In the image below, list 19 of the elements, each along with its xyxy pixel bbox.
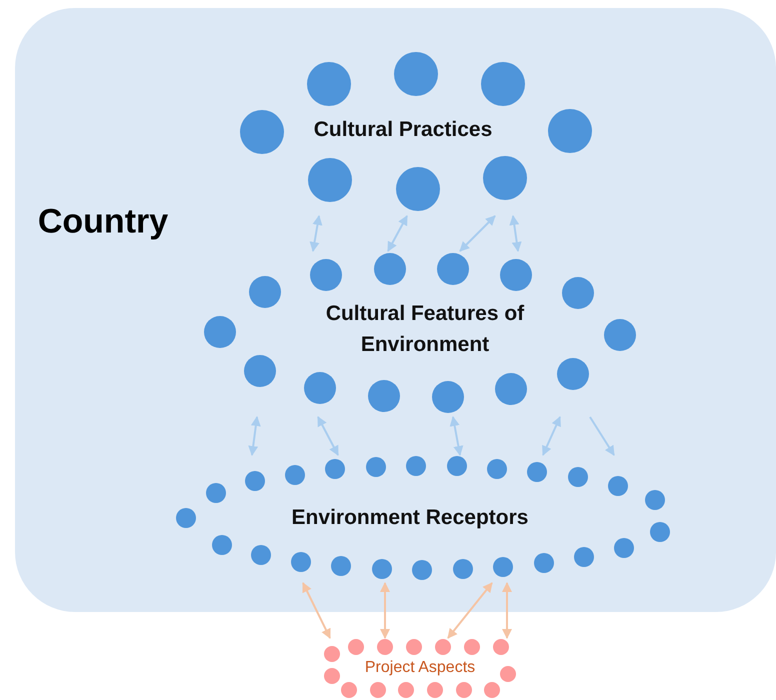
double-arrow [542,416,561,456]
double-arrow [450,416,464,456]
double-arrow [310,215,322,252]
group-title: Environment Receptors [292,506,528,530]
double-arrow [302,582,331,639]
double-arrow [509,215,522,252]
double-arrow [248,416,261,456]
group-title: Cultural Features of Environment [324,301,526,358]
group-title: Project Aspects [364,659,476,677]
group-title: Country [38,202,168,242]
double-arrow [447,582,493,639]
double-arrow [502,582,512,639]
double-arrow [459,215,496,252]
double-arrow [380,582,390,639]
arrow [589,416,615,456]
double-arrow [317,416,339,456]
region-background [15,8,776,612]
group-title: Cultural Practices [314,118,492,142]
double-arrow [387,215,408,252]
